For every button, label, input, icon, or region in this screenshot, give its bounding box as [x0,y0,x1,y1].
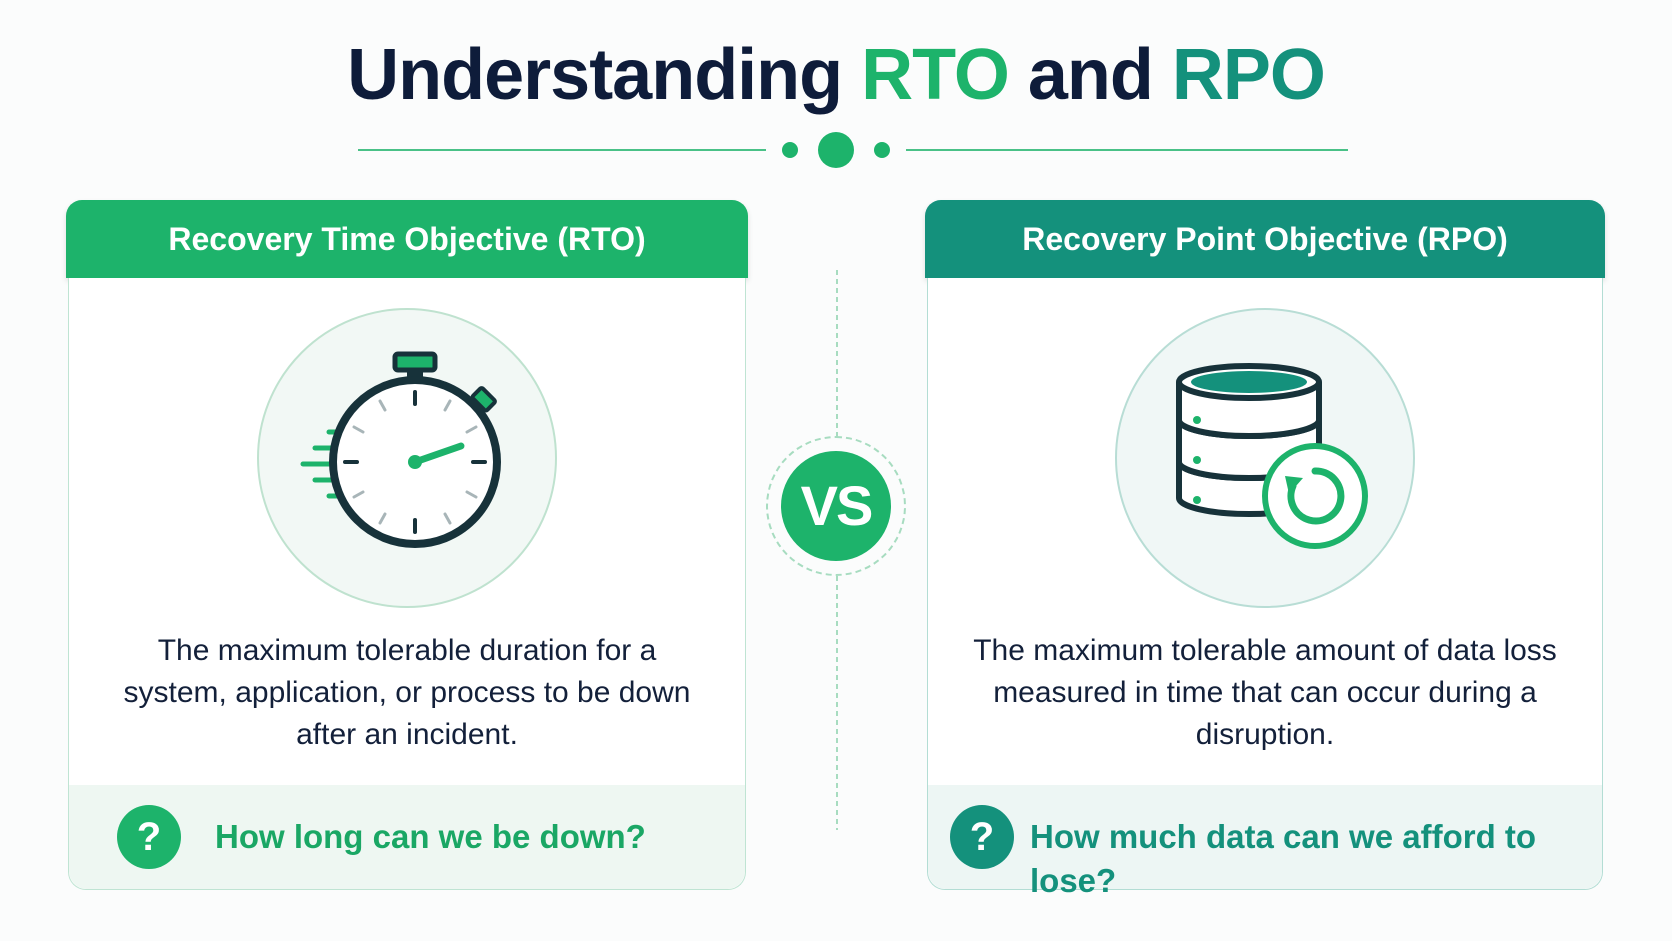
rto-card-body: The maximum tolerable duration for a sys… [68,278,746,890]
rpo-question-bar: ? How much data can we afford to lose? [928,785,1602,899]
title-and: and [1008,35,1172,115]
rto-card: Recovery Time Objective (RTO) [66,200,748,890]
rto-description: The maximum tolerable duration for a sys… [123,634,691,751]
rpo-card-header: Recovery Point Objective (RPO) [925,200,1605,278]
rpo-icon-circle [1115,308,1415,608]
title-prefix: Understanding [347,35,862,115]
title-rto: RTO [861,35,1010,115]
vs-badge: VS [781,451,891,561]
question-icon: ? [950,805,1014,869]
title-divider [358,132,1348,168]
rto-question: How long can we be down? [215,818,646,855]
page-title: Understanding RTO and RPO [0,30,1672,120]
stopwatch-icon [300,351,501,548]
title-rpo: RPO [1171,35,1326,115]
database-restore-icon [1176,363,1368,549]
rpo-card: Recovery Point Objective (RPO) The maxim… [925,200,1605,899]
rpo-question: How much data can we afford to lose? [1030,818,1537,899]
rpo-card-body: The maximum tolerable amount of data los… [927,278,1603,899]
rto-question-bar: ? How long can we be down? [69,785,745,889]
question-icon: ? [117,805,181,869]
rto-card-header: Recovery Time Objective (RTO) [66,200,748,278]
rpo-description: The maximum tolerable amount of data los… [973,634,1557,751]
rto-icon-circle [257,308,557,608]
